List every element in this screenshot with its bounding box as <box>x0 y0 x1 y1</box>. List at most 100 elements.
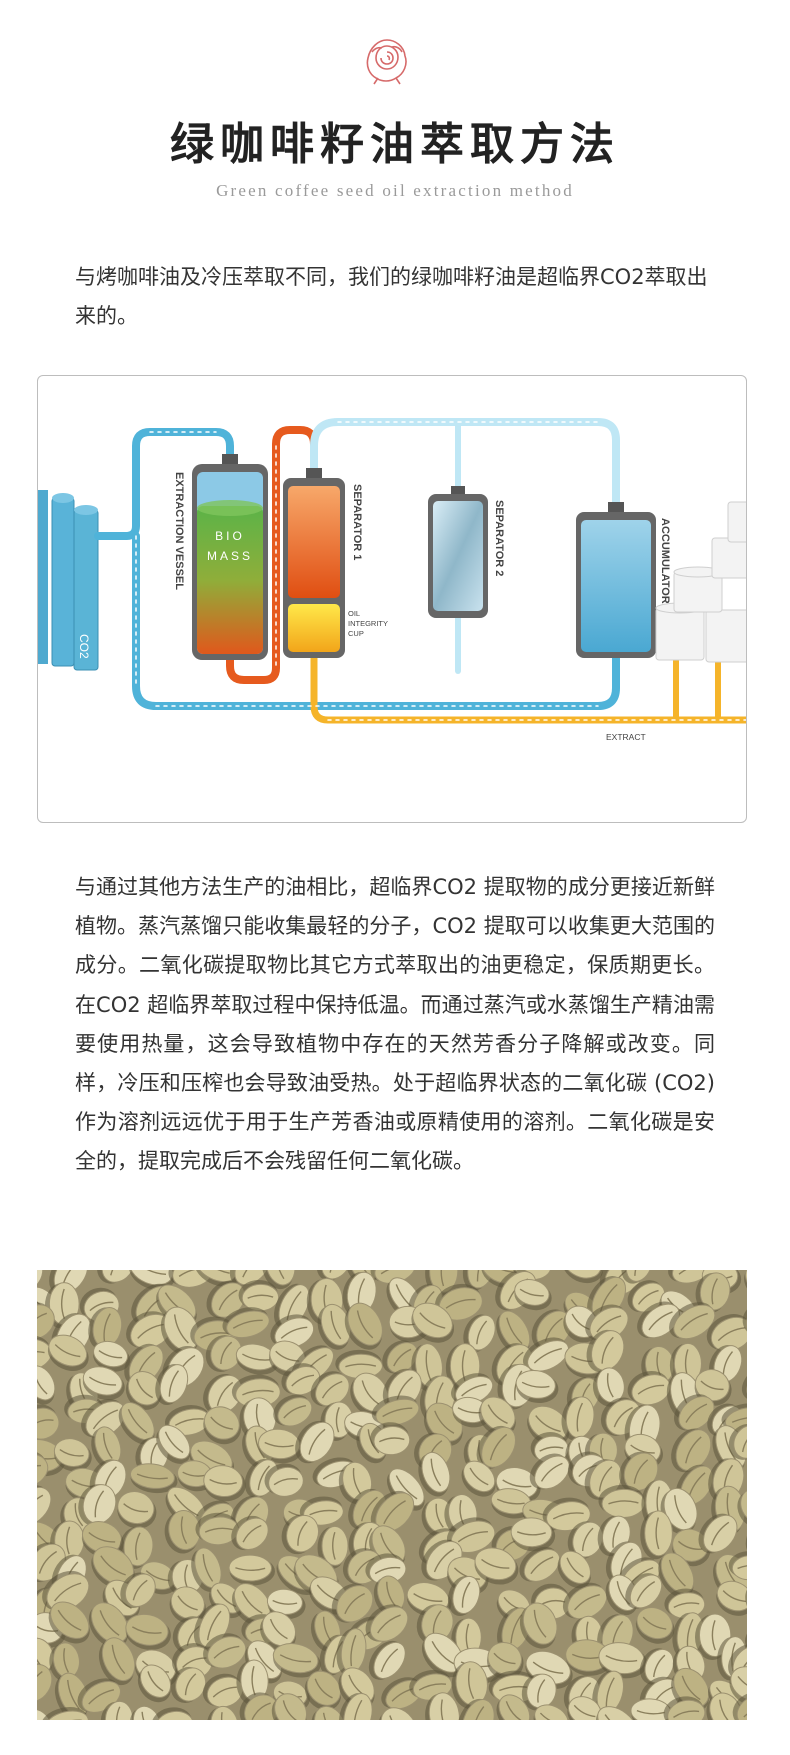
coffee-bean <box>522 1337 570 1372</box>
coffee-bean <box>47 1334 89 1372</box>
coffee-bean <box>514 1279 552 1311</box>
coffee-bean <box>37 1365 56 1405</box>
coffee-bean <box>93 1340 131 1372</box>
coffee-bean <box>117 1490 157 1529</box>
coffee-bean <box>451 1373 494 1405</box>
coffee-bean <box>91 1546 135 1589</box>
coffee-bean <box>510 1517 556 1552</box>
coffee-bean <box>203 1465 246 1502</box>
coffee-bean <box>191 1547 222 1592</box>
coffee-bean <box>640 1510 673 1560</box>
coffee-bean <box>561 1396 595 1441</box>
coffee-bean <box>203 1406 242 1445</box>
coffee-bean <box>262 1270 296 1290</box>
coffee-bean <box>478 1396 516 1436</box>
coffee-bean <box>317 1525 349 1569</box>
coffee-bean <box>370 1422 411 1456</box>
coffee-bean <box>271 1693 308 1720</box>
coffee-bean <box>88 1307 123 1350</box>
coffee-bean <box>120 1572 156 1608</box>
coffee-bean <box>592 1670 624 1717</box>
coffee-bean <box>598 1642 647 1679</box>
coffee-bean <box>37 1302 55 1340</box>
coffee-bean <box>235 1343 279 1375</box>
coffee-bean <box>474 1547 519 1585</box>
coffee-bean <box>596 1706 639 1720</box>
coffee-bean <box>658 1552 695 1598</box>
coffee-bean <box>195 1512 240 1546</box>
coffee-bean <box>519 1602 558 1649</box>
coffee-bean <box>53 1438 92 1472</box>
coffee-bean <box>203 1373 243 1415</box>
accumulator-label: ACCUMULATOR <box>659 518 671 604</box>
coffee-bean <box>627 1370 671 1406</box>
coffee-bean <box>206 1280 246 1319</box>
coffee-bean <box>37 1450 49 1488</box>
coffee-bean <box>316 1270 353 1281</box>
coffee-bean <box>129 1463 178 1494</box>
coffee-bean <box>281 1514 320 1555</box>
oil-integrity-label-1: OIL <box>348 609 360 618</box>
coffee-bean <box>170 1666 207 1704</box>
coffee-bean <box>716 1580 747 1616</box>
coffee-bean <box>231 1515 269 1551</box>
coffee-bean <box>264 1463 304 1497</box>
coffee-bean <box>533 1704 571 1720</box>
green-coffee-beans-photo <box>37 1270 747 1720</box>
coffee-bean <box>335 1349 383 1379</box>
coffee-bean <box>281 1363 321 1396</box>
coffee-bean <box>382 1340 419 1374</box>
co2-label: CO2 <box>77 634 91 659</box>
collection-cups <box>655 501 746 663</box>
coffee-bean <box>336 1628 367 1676</box>
coffee-bean <box>48 1601 90 1644</box>
coffee-bean <box>100 1700 134 1720</box>
coffee-bean <box>461 1460 496 1497</box>
coffee-bean <box>37 1485 52 1527</box>
coffee-bean <box>698 1513 738 1554</box>
coffee-bean <box>257 1428 304 1464</box>
coffee-bean <box>625 1573 663 1609</box>
coffee-bean <box>586 1329 625 1373</box>
coffee-bean <box>378 1707 418 1720</box>
coffee-bean <box>562 1270 604 1284</box>
coffee-bean <box>156 1424 191 1464</box>
coffee-bean <box>344 1302 383 1350</box>
coffee-bean <box>164 1405 211 1436</box>
coffee-bean <box>411 1302 455 1343</box>
coffee-bean <box>721 1403 747 1433</box>
coffee-bean <box>125 1371 162 1410</box>
coffee-bean <box>78 1484 117 1527</box>
coffee-bean <box>205 1335 243 1372</box>
coffee-bean <box>425 1692 460 1720</box>
coffee-bean <box>706 1692 743 1720</box>
coffee-bean <box>737 1488 747 1527</box>
bio-label: BIO <box>215 529 245 543</box>
coffee-bean <box>42 1570 90 1611</box>
coffee-bean <box>496 1694 531 1720</box>
coffee-bean <box>562 1582 608 1620</box>
coffee-bean <box>155 1364 189 1406</box>
coffee-bean <box>728 1423 747 1460</box>
accumulator: ACCUMULATOR <box>576 502 671 658</box>
coffee-bean <box>239 1692 279 1720</box>
page-subtitle: Green coffee seed oil extraction method <box>216 181 574 200</box>
coffee-bean <box>742 1302 747 1340</box>
coffee-bean <box>515 1369 559 1404</box>
page-title: 绿咖啡籽油萃取方法 <box>170 119 620 170</box>
coffee-bean <box>409 1669 453 1701</box>
extraction-process-diagram: CO2 BIO <box>37 375 747 823</box>
oil-integrity-label-2: INTEGRITY <box>348 619 388 628</box>
coffee-bean <box>118 1402 155 1445</box>
co2-tanks: CO2 <box>38 490 99 671</box>
oil-integrity-label-3: CUP <box>348 629 364 638</box>
coffee-bean <box>446 1517 496 1553</box>
coffee-bean <box>368 1640 406 1680</box>
coffee-bean <box>457 1698 495 1720</box>
coffee-bean <box>238 1279 280 1312</box>
mass-label: MASS <box>207 549 253 563</box>
coffee-bean <box>203 1633 247 1669</box>
coffee-bean <box>41 1707 89 1720</box>
coffee-bean <box>304 1670 342 1711</box>
coffee-bean <box>447 1575 481 1617</box>
